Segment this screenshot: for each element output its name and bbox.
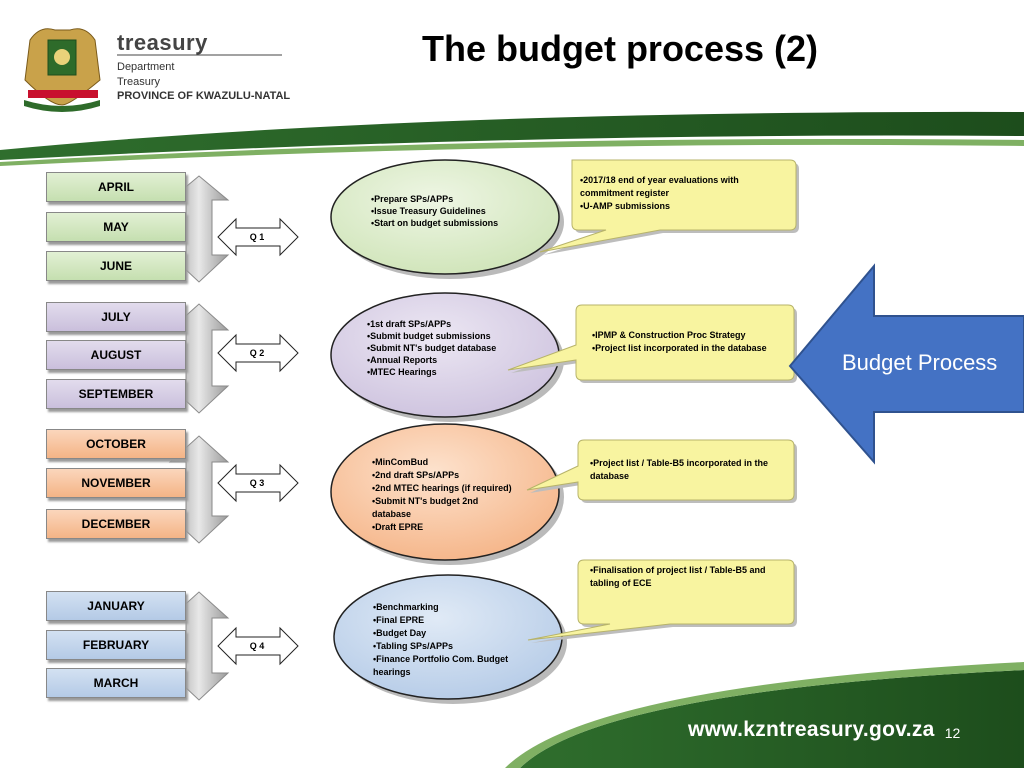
month-box: FEBRUARY [46,630,186,660]
callout-item: tabling of ECE [590,578,652,588]
callouts [507,159,799,643]
header-swoosh [0,111,1024,166]
callout-item: database [590,471,630,481]
oval-item: •Submit NT's budget database [367,343,497,353]
budget-process-label: Budget Process [842,350,998,375]
oval-item: •Annual Reports [367,355,438,365]
oval-item: hearings [373,667,411,677]
oval-item: •Tabling SPs/APPs [373,641,454,651]
oval-item: •Start on budget submissions [371,218,499,228]
callout-text-q1: •2017/18 end of year evaluations with co… [580,174,739,213]
oval-item: •Final EPRE [373,615,425,625]
oval-text-q3: •MinComBud •2nd draft SPs/APPs •2nd MTEC… [372,456,512,534]
oval-item: •Finance Portfolio Com. Budget [373,654,509,664]
callout-item: •Project list / Table-B5 incorporated in… [590,458,769,468]
logo-line-treasury: Treasury [117,76,160,88]
quarter-label: Q 1 [249,232,265,242]
month-box: APRIL [46,172,186,202]
callout-item: commitment register [580,188,670,198]
logo-text: treasury Department Treasury PROVINCE OF… [117,30,290,102]
activity-ovals [330,159,567,704]
coat-of-arms-logo [24,28,101,112]
logo-province: PROVINCE OF KWAZULU-NATAL [117,90,291,102]
logo-brand: treasury [117,30,208,55]
month-box: MARCH [46,668,186,698]
oval-text-q1: •Prepare SPs/APPs •Issue Treasury Guidel… [371,193,498,229]
oval-item: •Prepare SPs/APPs [371,194,454,204]
callout-item: •Finalisation of project list / Table-B5… [590,565,766,575]
callout-text-q2: •IPMP & Construction Proc Strategy •Proj… [592,329,767,355]
oval-item: •Submit budget submissions [367,331,491,341]
month-box: OCTOBER [46,429,186,459]
budget-process-arrow [788,263,1024,465]
month-box: JANUARY [46,591,186,621]
oval-item: •MinComBud [372,457,429,467]
quarter-label: Q 4 [249,641,265,651]
logo-line-department: Department [117,61,175,73]
oval-item: •Benchmarking [373,602,439,612]
oval-item: •2nd draft SPs/APPs [372,470,460,480]
month-box: SEPTEMBER [46,379,186,409]
oval-item: •Submit NT's budget 2nd [372,496,479,506]
slide-title: The budget process (2) [421,28,819,69]
page-number: 12 [944,725,961,741]
oval-item: •Issue Treasury Guidelines [371,206,486,216]
month-box: AUGUST [46,340,186,370]
oval-text-q4: •Benchmarking •Final EPRE •Budget Day •T… [373,601,508,679]
callout-item: •Project list incorporated in the databa… [592,343,767,353]
footer-band [505,662,1024,768]
oval-item: •1st draft SPs/APPs [367,319,452,329]
month-box: JULY [46,302,186,332]
month-box: JUNE [46,251,186,281]
month-box: MAY [46,212,186,242]
oval-item: •2nd MTEC hearings (if required) [372,483,512,493]
oval-item: •Draft EPRE [372,522,424,532]
callout-item: •IPMP & Construction Proc Strategy [592,330,746,340]
callout-text-q4: •Finalisation of project list / Table-B5… [590,564,766,590]
oval-text-q2: •1st draft SPs/APPs •Submit budget submi… [367,318,496,378]
quarter-label: Q 3 [249,478,265,488]
website-url: www.kzntreasury.gov.za [688,718,935,741]
oval-item: •MTEC Hearings [367,367,437,377]
callout-item: •U-AMP submissions [580,201,670,211]
month-box: DECEMBER [46,509,186,539]
oval-item: database [372,509,412,519]
month-box: NOVEMBER [46,468,186,498]
callout-text-q3: •Project list / Table-B5 incorporated in… [590,457,768,483]
oval-item: •Budget Day [373,628,427,638]
callout-item: •2017/18 end of year evaluations with [580,175,739,185]
quarter-label: Q 2 [249,348,265,358]
quarter-horizontal-arrows [217,217,299,666]
